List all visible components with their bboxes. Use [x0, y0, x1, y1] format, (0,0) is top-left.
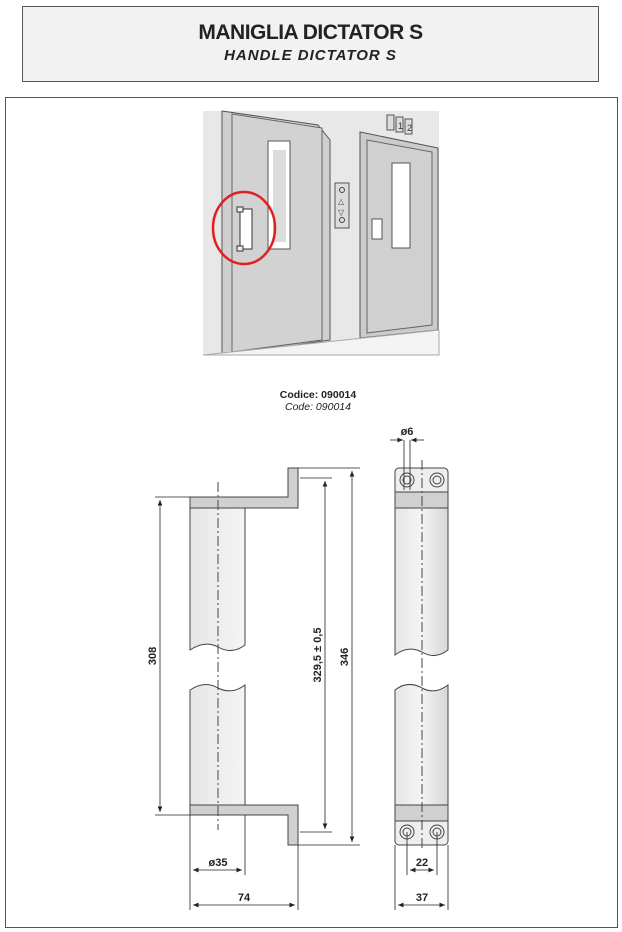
highlight-circle: [211, 190, 277, 266]
dim-hole-diameter: ø6: [401, 426, 414, 438]
dim-22: 22: [416, 857, 428, 869]
dim-tube-diameter: ø35: [209, 857, 228, 869]
svg-text:▽: ▽: [338, 208, 345, 217]
floor-label: 1: [398, 121, 403, 131]
page-title: MANIGLIA DICTATOR S: [198, 21, 423, 44]
dim-center-distance: 329,5 ± 0,5: [312, 628, 324, 683]
elevator-door-illustration: △ ▽ 1 2: [202, 110, 440, 356]
svg-text:△: △: [338, 197, 345, 206]
front-view: [394, 460, 449, 850]
product-code-en: Code: 090014: [285, 401, 351, 413]
dim-74: 74: [238, 892, 251, 904]
floor-label: 2: [407, 123, 412, 133]
dim-346: 346: [339, 648, 351, 666]
title-box: MANIGLIA DICTATOR S HANDLE DICTATOR S: [22, 6, 599, 82]
dim-37: 37: [416, 892, 428, 904]
dim-308: 308: [147, 647, 159, 665]
product-code-it: Codice: 090014: [280, 389, 357, 401]
drawing-frame: [5, 97, 618, 928]
page-subtitle: HANDLE DICTATOR S: [224, 47, 397, 64]
side-view: [189, 467, 299, 846]
